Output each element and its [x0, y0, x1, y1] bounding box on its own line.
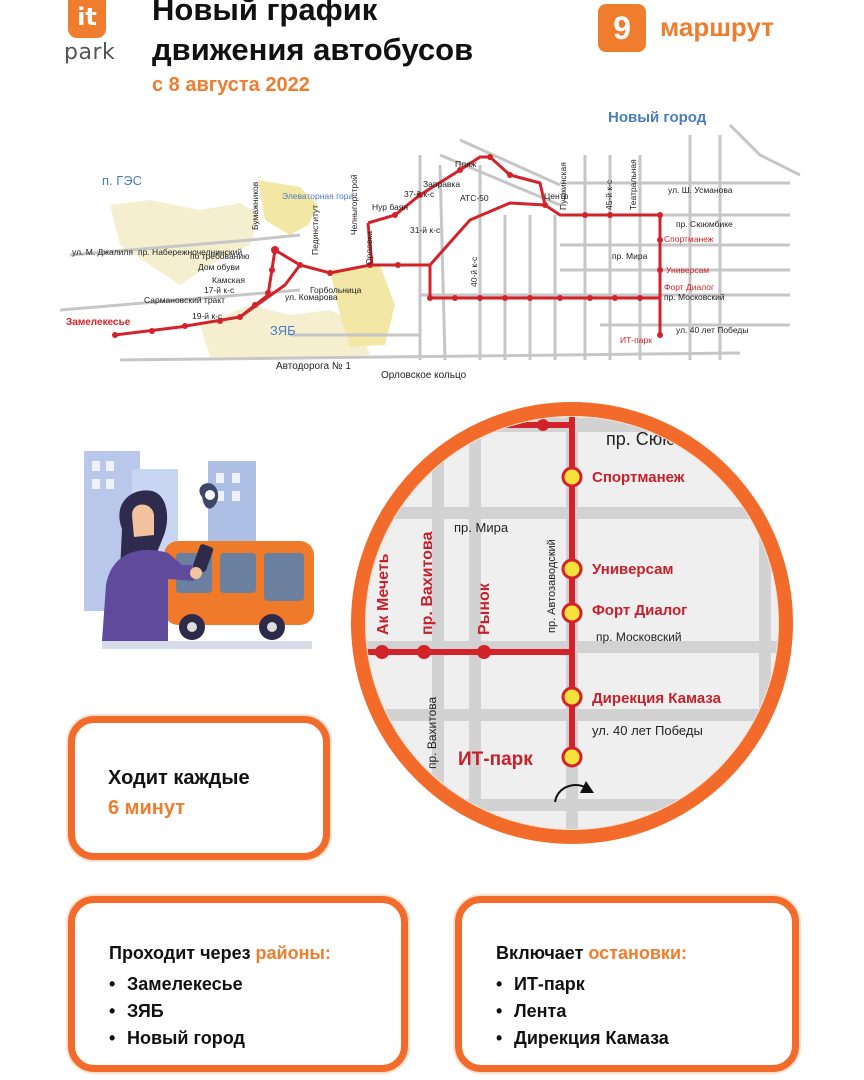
stops-heading-plain: Включает	[496, 943, 589, 963]
route-zoom-map: пр. Сююмбике пр. Мира пр. Московский ул.…	[351, 402, 793, 844]
map-gorbolnitsa: Горбольница	[310, 285, 362, 295]
map-stop-pushkinskaya: Пушкинская	[558, 162, 568, 210]
zoom-stop-vakhitova: пр. Вахитова	[419, 531, 436, 635]
map-district-new-city: Новый город	[608, 109, 707, 126]
map-street-usmanova: ул. Ш. Усманова	[668, 185, 733, 195]
map-stop-pedinstitut: Пединститут	[310, 205, 320, 255]
map-stop-19: 19-й к-с	[192, 311, 223, 321]
route-label: маршрут	[660, 12, 774, 42]
map-street-mira: пр. Мира	[612, 251, 648, 261]
stop-item: Дирекция Камаза	[496, 1025, 669, 1052]
stops-heading: Включает остановки:	[496, 943, 687, 964]
map-stop-orlovka: Орловка	[364, 231, 374, 265]
stop-item: Лента	[496, 998, 669, 1025]
zoom-stop-fort-dialog: Форт Диалог	[592, 602, 687, 619]
stop-item: ИТ-парк	[496, 971, 669, 998]
map-stop-universam: Универсам	[666, 265, 709, 275]
map-stop-ats: АТС-50	[460, 193, 489, 203]
map-district-ges: п. ГЭС	[102, 173, 142, 188]
frequency-line-1: Ходит каждые	[108, 767, 250, 789]
map-stop-po-trebovaniyu: по требованию	[190, 251, 250, 261]
map-stop-teatralnaya: Театральная	[628, 159, 638, 210]
map-stop-31: 31-й к-с	[410, 225, 441, 235]
frequency-line-2: 6 минут	[108, 797, 186, 819]
districts-heading-accent: районы:	[255, 943, 331, 963]
start-date: с 8 августа 2022	[152, 74, 310, 96]
districts-list: Замелекесье ЗЯБ Новый город	[109, 971, 245, 1052]
zoom-street-moskovsky: пр. Московский	[596, 630, 682, 644]
zoom-stop-direktsiya-kamaza: Дирекция Камаза	[592, 690, 722, 707]
map-stop-dom-obuvi: Дом обуви	[198, 262, 240, 272]
zoom-stop-sportmanezh: Спортманеж	[592, 469, 685, 486]
map-stop-45: 45-й к-с	[604, 179, 614, 210]
frequency-text: Ходит каждые 6 минут	[108, 763, 250, 823]
title-line-1: Новый график	[152, 0, 378, 27]
stops-card: Включает остановки: ИТ-парк Лента Дирекц…	[455, 896, 799, 1072]
district-item: Замелекесье	[109, 971, 245, 998]
map-stop-plyazh: Пляж	[455, 159, 477, 169]
zoom-stop-universam: Универсам	[592, 561, 674, 578]
map-stop-zamelekesye: Замелекесье	[66, 317, 131, 328]
map-stop-37: 37-й к-с	[404, 189, 435, 199]
map-stop-fort-dialog: Форт Диалог	[664, 282, 714, 292]
map-stop-17: 17-й к-с	[204, 285, 235, 295]
zoom-street-vakhitova: пр. Вахитова	[425, 697, 439, 769]
map-stop-tsentr: Центр	[544, 191, 569, 201]
map-stop-chelnygorstroy: Челныгорстрой	[349, 174, 359, 235]
map-street-dzhalilya: ул. М. Джалиля	[72, 247, 133, 257]
map-stop-elevator: Элеваторная гора	[282, 191, 353, 201]
zoom-street-40-let-pobedy: ул. 40 лет Победы	[592, 723, 703, 738]
map-stop-sportmanezh: Спортманеж	[664, 234, 714, 244]
districts-heading: Проходит через районы:	[109, 943, 331, 964]
logo-text: park	[64, 40, 116, 65]
it-park-logo: it park	[58, 0, 122, 72]
map-street-moskovsky: пр. Московский	[664, 292, 725, 302]
frequency-card: Ходит каждые 6 минут	[68, 716, 330, 860]
map-street-avtodoroga: Автодорога № 1	[276, 361, 351, 372]
stops-heading-accent: остановки:	[588, 943, 688, 963]
map-sarmanovsky: Сармановский тракт	[144, 295, 225, 305]
map-stop-40: 40-й к-с	[469, 256, 479, 287]
map-street-syuyumbike: пр. Сююмбике	[676, 219, 733, 229]
map-street-naberezhno: пр. Набережночелнинский	[138, 247, 242, 257]
district-item: ЗЯБ	[109, 998, 245, 1025]
route-overview-map: п. ГЭС Новый город ЗЯБ ул. Ш. Усманова п…	[59, 109, 801, 381]
map-street-40-let-pobedy: ул. 40 лет Победы	[676, 325, 748, 335]
zoom-stop-rynok: Рынок	[476, 582, 493, 635]
map-stop-it-park: ИТ-парк	[620, 335, 652, 345]
zoom-stop-it-park: ИТ-парк	[458, 749, 533, 770]
districts-card: Проходит через районы: Замелекесье ЗЯБ Н…	[68, 896, 408, 1072]
map-stop-zapravka: Заправка	[423, 179, 460, 189]
title-line-2: движения автобусов	[152, 32, 474, 67]
districts-heading-plain: Проходит через	[109, 943, 256, 963]
logo-mark: it	[68, 0, 106, 38]
stops-list: ИТ-парк Лента Дирекция Камаза	[496, 971, 669, 1052]
passenger-illustration	[84, 451, 314, 649]
zoom-street-mira: пр. Мира	[454, 520, 509, 535]
zoom-stop-ak-mechet: Ак Мечеть	[375, 553, 392, 635]
zoom-street-avtozavodsky: пр. Автозаводский	[546, 539, 558, 633]
map-orlovskoe-koltso: Орловское кольцо	[381, 370, 467, 381]
map-stop-nur-bayan: Нур баян	[372, 202, 408, 212]
map-stop-kamskaya: Камская	[212, 275, 245, 285]
page-title: Новый график движения автобусов	[152, 0, 582, 70]
route-number-badge: 9	[598, 4, 646, 52]
district-item: Новый город	[109, 1025, 245, 1052]
map-komarova: ул. Комарова	[285, 292, 338, 302]
map-stop-bumazhnikov: Бумажников	[250, 181, 260, 230]
map-district-zyab: ЗЯБ	[270, 323, 296, 338]
